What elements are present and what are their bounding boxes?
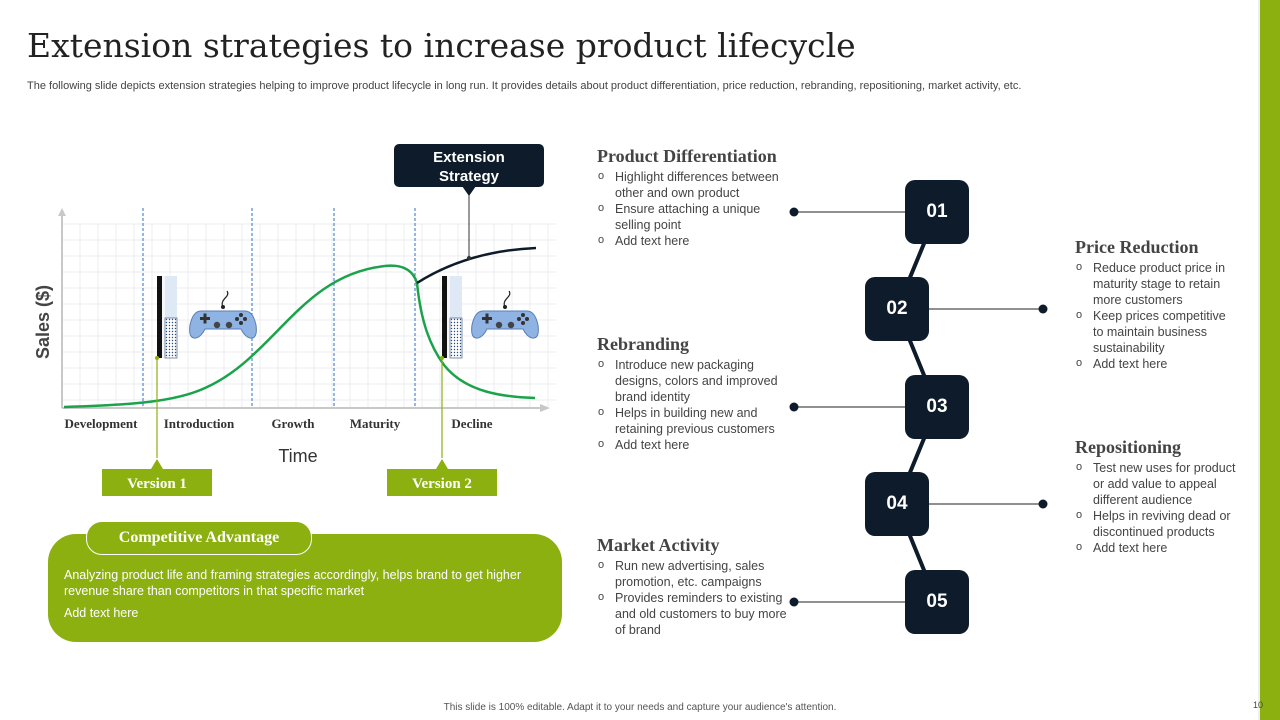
step-badge-03: 03 (905, 375, 969, 439)
market-activity-list: Run new advertising, sales promotion, et… (597, 557, 791, 638)
list-item: Ensure attaching a unique selling point (597, 200, 791, 233)
version-2-pointer (436, 459, 448, 469)
version-2-label: Version 2 (412, 476, 472, 492)
stage-label-decline: Decline (451, 416, 492, 431)
version-2-box (387, 469, 497, 496)
competitive-advantage-label: Competitive Advantage (86, 521, 312, 555)
version-1-box (102, 469, 212, 496)
page-subtitle: The following slide depicts extension st… (27, 80, 1022, 92)
extension-strategy-callout (394, 144, 544, 187)
version-2-dot (440, 356, 444, 360)
callout-pointer-dot (467, 256, 471, 260)
callout-arrow (462, 186, 476, 196)
list-item: Add text here (597, 232, 791, 249)
price-reduction-list: Reduce product price in maturity stage t… (1075, 259, 1239, 372)
accent-side-bar (1258, 0, 1280, 720)
list-item: Highlight differences between other and … (597, 168, 791, 201)
product-differentiation-title: Product Differentiation (597, 146, 777, 166)
product-differentiation-list: Highlight differences between other and … (597, 168, 791, 249)
chart-grid (61, 223, 556, 407)
game-controller-icon (189, 290, 257, 339)
list-item: Add text here (1075, 355, 1239, 372)
lifecycle-curve (63, 264, 536, 409)
repositioning-list: Test new uses for product or add value t… (1075, 459, 1247, 556)
competitive-advantage-text: Analyzing product life and framing strat… (64, 568, 521, 598)
stage-labels: Development Introduction Growth Maturity Dec… (65, 416, 493, 431)
list-item: Run new advertising, sales promotion, et… (597, 557, 791, 590)
rebranding-title: Rebranding (597, 334, 690, 354)
extension-curve (416, 246, 537, 285)
version-1-pointer (151, 459, 163, 469)
stage-label-maturity: Maturity (350, 416, 401, 431)
version-2-product-icon (442, 276, 540, 359)
repositioning-title: Repositioning (1075, 437, 1182, 457)
footer-note: This slide is 100% editable. Adapt it to… (443, 702, 837, 713)
stage-label-growth: Growth (271, 416, 315, 431)
y-axis-label: Sales ($) (33, 285, 53, 359)
list-item: Add text here (597, 436, 791, 453)
step-badge-01: 01 (905, 180, 969, 244)
list-item: Test new uses for product or add value t… (1075, 459, 1247, 508)
step-badge-02: 02 (865, 277, 929, 341)
list-item: Helps in reviving dead or discontinued p… (1075, 507, 1247, 540)
step-badge-04: 04 (865, 472, 929, 536)
game-controller-icon (471, 290, 540, 339)
list-item: Introduce new packaging designs, colors … (597, 356, 791, 405)
list-item: Provides reminders to existing and old c… (597, 589, 791, 638)
y-axis-arrow (58, 208, 66, 216)
version-1-product-icon (157, 276, 257, 359)
step-badge-05: 05 (905, 570, 969, 634)
list-item: Reduce product price in maturity stage t… (1075, 259, 1239, 308)
stage-label-development: Development (65, 416, 139, 431)
list-item: Add text here (1075, 539, 1247, 556)
x-axis-label: Time (278, 446, 317, 466)
market-activity-title: Market Activity (597, 535, 720, 555)
page-number: 10 (1253, 700, 1264, 710)
list-item: Helps in building new and retaining prev… (597, 404, 791, 437)
competitive-advantage-extra-text: Add text here (64, 606, 139, 620)
list-item: Keep prices competitive to maintain busi… (1075, 307, 1239, 356)
version-1-dot (155, 356, 159, 360)
stage-label-introduction: Introduction (164, 416, 235, 431)
x-axis-arrow (540, 404, 550, 412)
page-title: Extension strategies to increase product… (27, 26, 856, 65)
version-1-label: Version 1 (127, 476, 187, 492)
rebranding-list: Introduce new packaging designs, colors … (597, 356, 791, 453)
price-reduction-title: Price Reduction (1075, 237, 1199, 257)
stage-dividers (142, 208, 416, 408)
